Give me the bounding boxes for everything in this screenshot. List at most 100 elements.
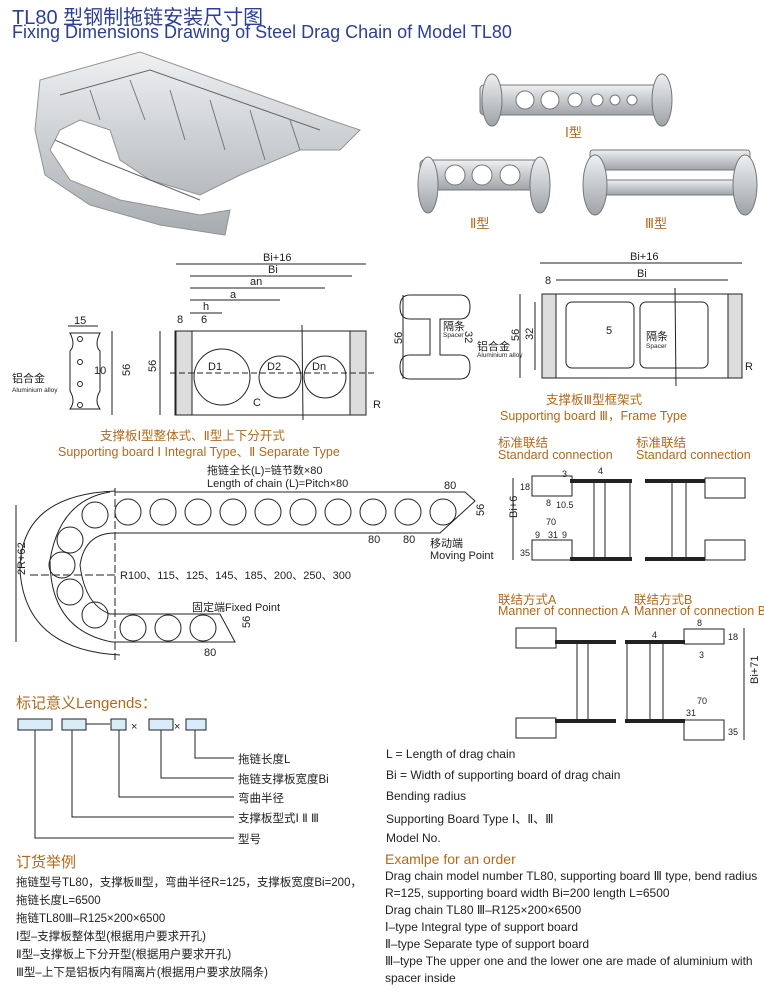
dim-D1: D1 [208,361,222,373]
order-line-cn: 拖链TL80Ⅲ–R125×200×6500 [16,913,166,925]
board3-plan-drawing [519,262,743,387]
pitch-fixed: 80 [204,647,216,659]
pitch-top: 80 [444,480,456,492]
dim-bi16: Bi+16 [263,252,291,264]
spacer-label-en: Spacer [443,332,464,339]
dim-bi-3: Bi [637,268,647,280]
board1-section-drawing [68,325,113,415]
dim-9: 9 [535,530,540,540]
chain-link [254,498,282,526]
legend-item-cn: 拖链长度L [238,754,291,766]
dim-70b: 70 [697,696,707,706]
support-board-type3-photo [582,149,758,216]
chain-h56: 56 [475,504,487,516]
dim-5: 5 [606,325,612,337]
dim-4b: 4 [652,630,657,640]
chain-link [359,498,387,526]
conn-a-cn: 联结方式A [498,593,557,607]
dim-56b: 56 [147,360,159,372]
dim-C: C [253,397,261,409]
legend-item-en: Supporting Board Type Ⅰ、Ⅱ、Ⅲ [386,812,554,826]
support-board-type2-photo [417,156,551,214]
dim-15: 15 [74,315,86,327]
spacer-label-b-en: Spacer [646,343,667,350]
board3-caption-cn: 支撑板Ⅲ型框架式 [546,393,643,407]
dim-a: a [230,289,237,301]
order-line-en: Ⅰ–type Integral type of support board [385,920,578,934]
conn-b-cn: 联结方式B [634,593,693,607]
chain-link [189,614,217,642]
dim-Dn: Dn [312,361,326,373]
page-title: TL80 型钢制拖链安装尺寸图 [12,7,264,29]
dim-R-3: R [745,361,753,373]
chain-link [219,498,247,526]
legend-heading: 标记意义Lengends： [16,695,157,712]
chain-link [394,498,422,526]
chain-link [289,498,317,526]
bend-radii-label: R100、115、125、145、185、200、250、300 [120,570,351,582]
legend-item-cn: 拖链支撑板宽度Bi [238,774,329,786]
order-line-en: Drag chain TL80 Ⅲ–R125×200×6500 [385,903,582,917]
dim-56c: 56 [393,332,405,344]
board1-plan-drawing [159,263,375,421]
order-line-en: Ⅲ–type The upper one and the lower one a… [385,954,753,968]
chain-link [56,578,84,606]
dim-56: 56 [121,364,133,376]
dim-18b: 18 [728,632,738,642]
material-label-3: 铝合金 [477,339,510,353]
order-line-en: R=125, supporting board width Bi=200 len… [385,886,670,900]
legend-item-cn: 弯曲半径 [238,793,284,805]
chain-height-label: 2R+62 [16,542,28,575]
dim-32b: 32 [524,328,536,340]
moving-point-en: Moving Point [430,550,494,562]
board1-caption-cn: 支撑板Ⅰ型整体式、Ⅱ型上下分开式 [100,429,285,443]
type1-label: Ⅰ型 [565,125,582,140]
times-sign-2: × [174,721,180,733]
chain-link [429,498,457,526]
standard-conn-en-2: Standard connection [636,448,751,462]
dim-9b: 9 [562,530,567,540]
dim-8-3: 8 [545,275,551,287]
dim-56d: 56 [510,329,522,341]
board3-caption-en: Supporting board Ⅲ，Frame Type [500,409,687,423]
spacer-label-b: 隔条 [646,329,668,343]
connection-drawings [512,475,746,741]
chain-link [48,551,76,579]
dim-70: 70 [546,517,556,527]
conn-a-en: Manner of connection A [498,604,630,618]
dim-bi71: Bi+71 [749,656,761,684]
type2-label: Ⅱ型 [470,216,490,231]
support-board-type1-photo [479,73,673,127]
material-label: 铝合金 [12,371,45,385]
standard-conn-cn-2: 标准联结 [636,436,687,450]
chain-link [56,526,84,554]
board1-caption-en: Supporting board Ⅰ Integral Type、Ⅱ Separ… [58,445,340,459]
pitch-a: 80 [368,534,380,546]
dim-bi6: Bi+6 [508,496,520,518]
dim-8-conn: 8 [546,498,551,508]
dim-4: 4 [598,466,603,476]
standard-conn-cn: 标准联结 [498,436,549,450]
dim-18: 18 [520,482,530,492]
type3-label: Ⅲ型 [645,216,667,231]
chain-link [184,498,212,526]
pitch-b: 80 [403,534,415,546]
chain-h56b: 56 [241,616,253,628]
order-heading-en: Examlpe for an order [385,851,516,867]
dim-8: 8 [177,314,183,326]
times-sign: × [131,721,137,733]
chain-link [114,498,142,526]
chain-link [119,614,147,642]
dim-31: 31 [548,530,558,540]
dim-8b: 8 [697,618,702,628]
standard-conn-en: Standard connection [498,448,613,462]
chain-link [149,498,177,526]
board3-section-drawing [399,294,471,380]
fixed-point-label: 固定端Fixed Point [192,600,280,614]
dim-D2: D2 [267,361,281,373]
dim-35b: 35 [728,727,738,737]
order-heading-cn: 订货举例 [16,854,77,871]
dim-32: 32 [462,331,474,343]
drag-chain-photo [34,51,361,236]
chain-link [154,614,182,642]
